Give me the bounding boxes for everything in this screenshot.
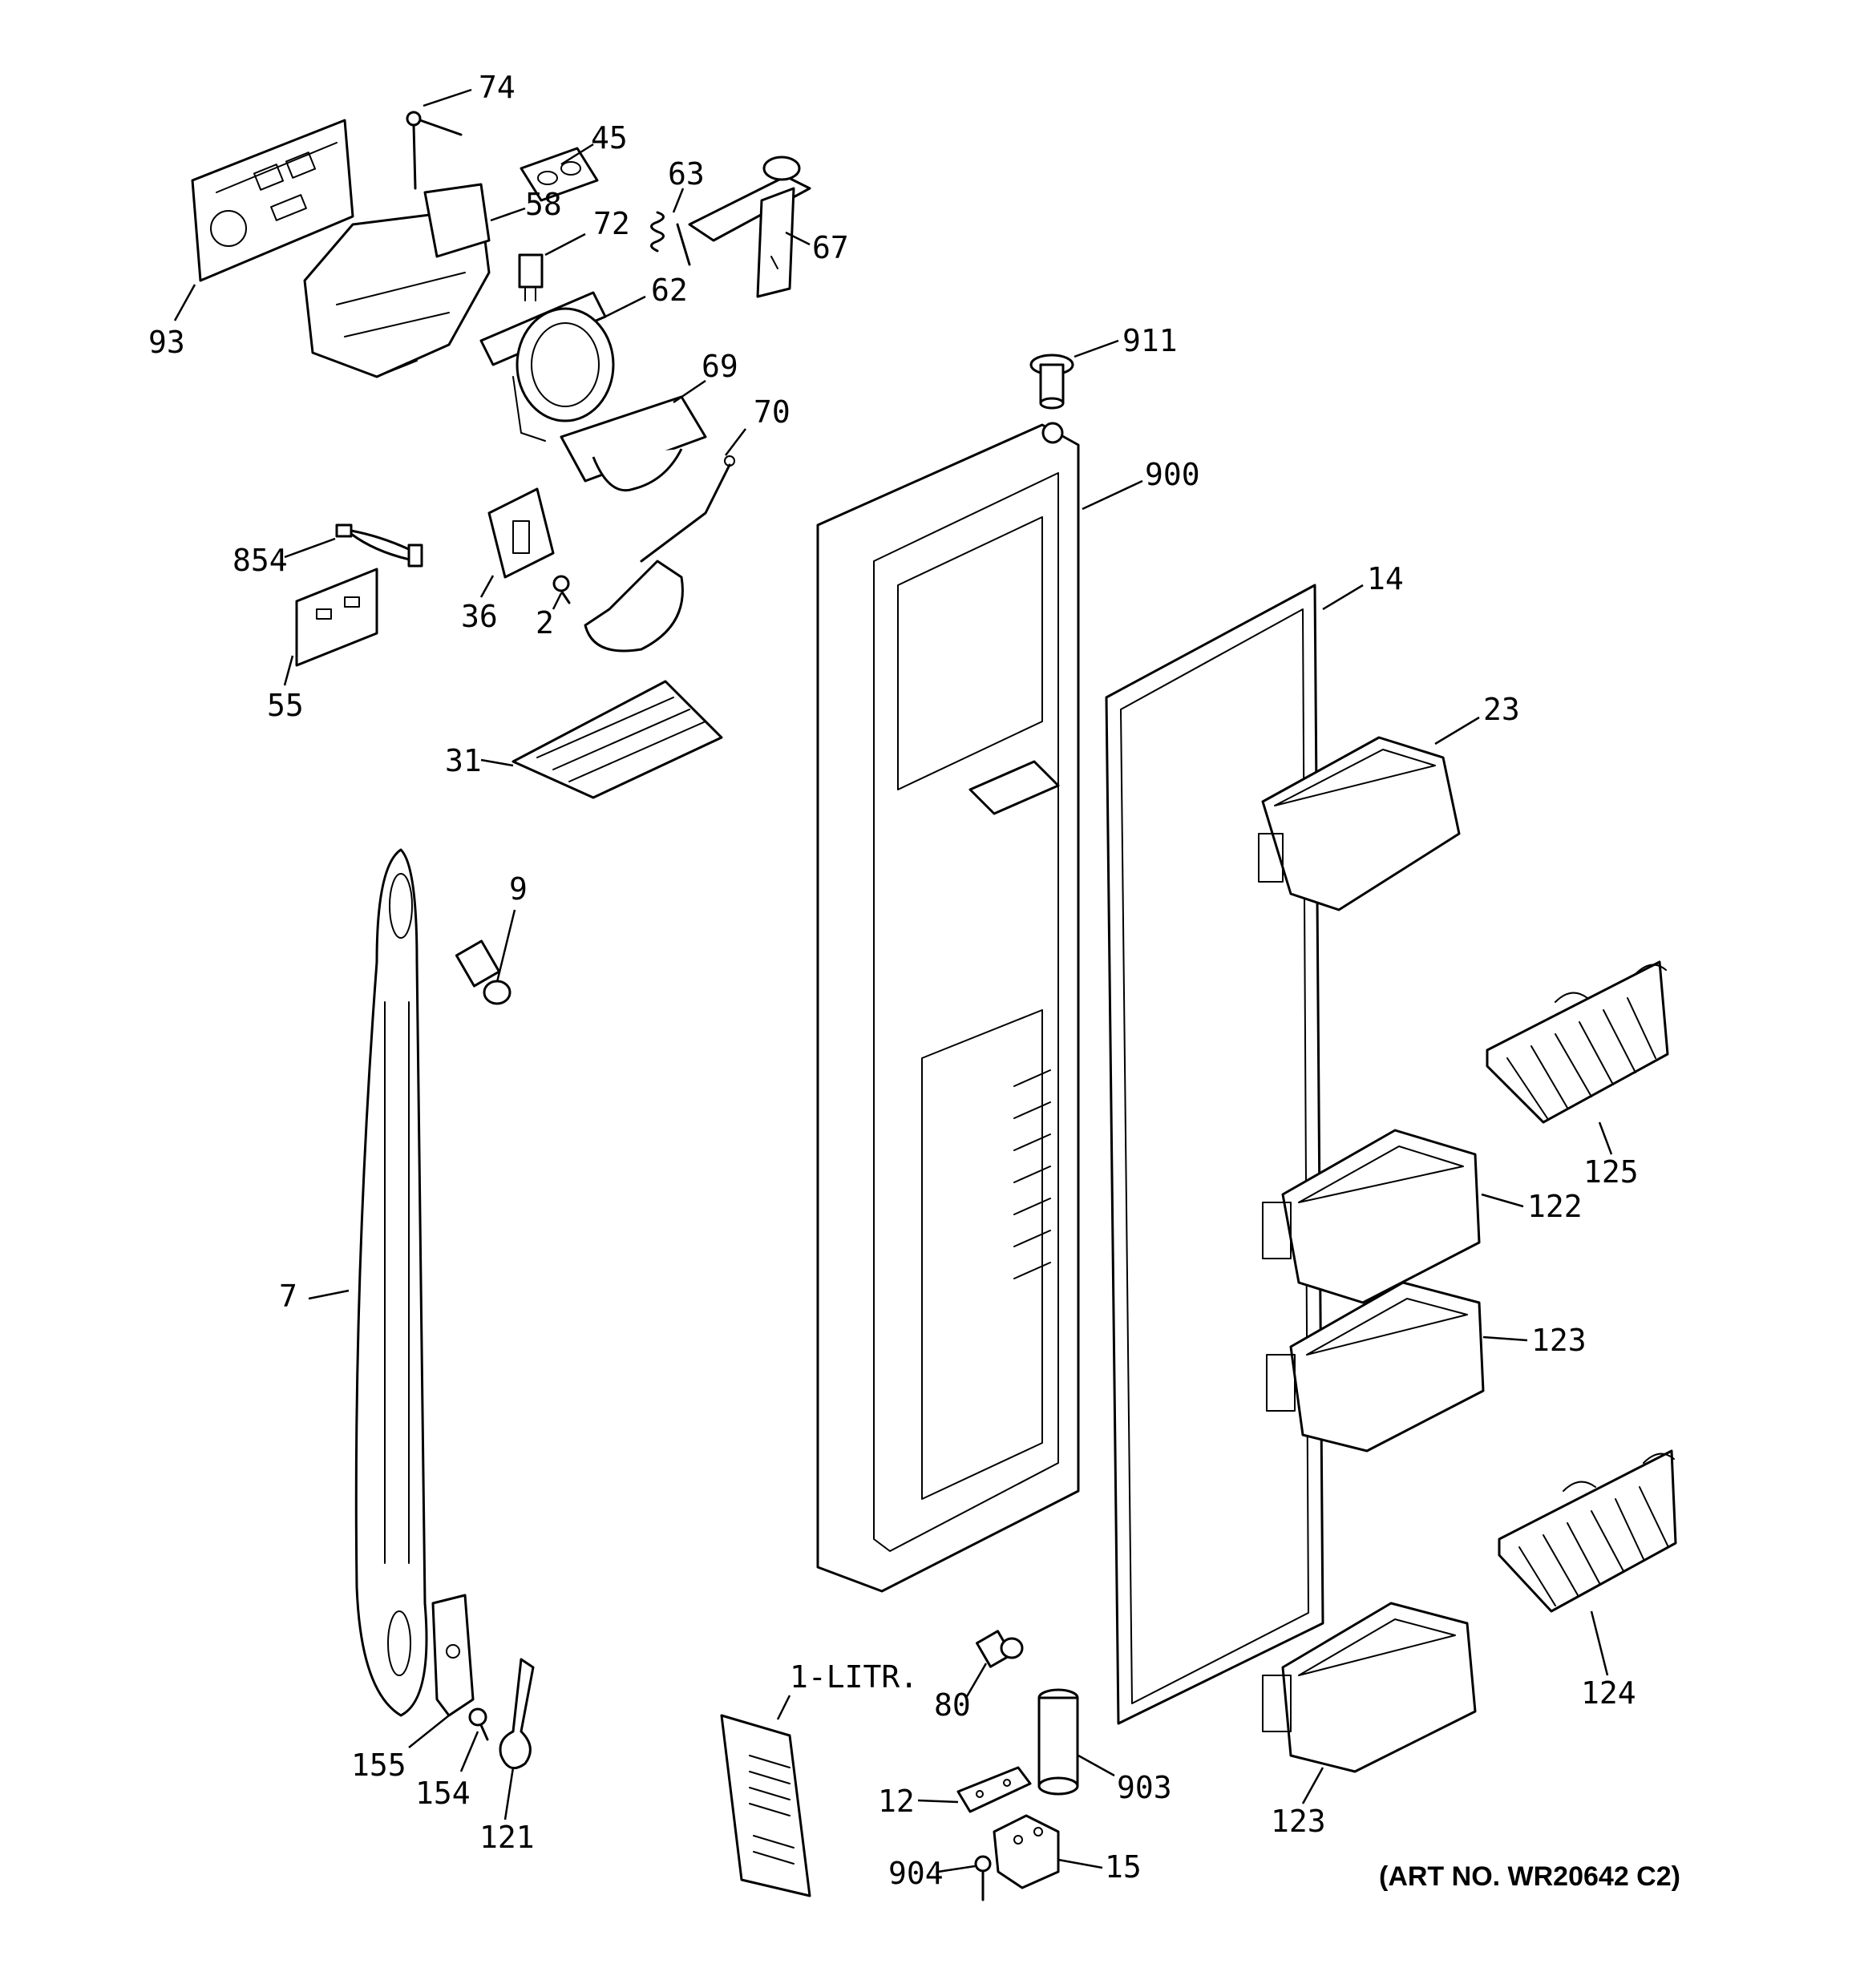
callout-854: 854: [232, 543, 288, 578]
part-122-bin: [1262, 1129, 1481, 1304]
callout-72: 72: [593, 206, 630, 241]
part-36-bracket: [487, 487, 555, 579]
callout-7: 7: [279, 1279, 297, 1314]
callout-23: 23: [1483, 692, 1520, 727]
part-80-plug: [976, 1630, 1024, 1668]
part-900-door: [816, 422, 1080, 1593]
callout-121: 121: [479, 1820, 535, 1855]
part-15-hinge: [993, 1814, 1060, 1889]
part-62-chute: [479, 291, 615, 442]
part-69-funnel: [560, 395, 707, 491]
part-123-bin-lower: [1262, 1602, 1477, 1773]
callout-58: 58: [525, 187, 562, 222]
callout-123-lower: 123: [1271, 1804, 1326, 1839]
callout-155: 155: [351, 1748, 406, 1783]
part-23-bin: [1258, 736, 1461, 911]
callout-904: 904: [888, 1856, 944, 1891]
part-123-bin-upper: [1266, 1281, 1485, 1453]
part-58-dispenser-housing: [303, 183, 491, 378]
part-7-handle: [354, 848, 428, 1717]
callout-125: 125: [1583, 1154, 1639, 1190]
callout-36: 36: [461, 599, 498, 634]
callout-12: 12: [878, 1784, 915, 1819]
part-12-plate: [956, 1766, 1032, 1813]
callout-63: 63: [668, 156, 705, 192]
part-121-clip: [499, 1658, 535, 1770]
callout-80: 80: [934, 1687, 971, 1723]
callout-15: 15: [1105, 1849, 1142, 1885]
part-2-screw: [552, 575, 571, 604]
callout-9: 9: [509, 871, 528, 907]
part-45-bracket: [520, 147, 599, 202]
part-124-basket: [1498, 1449, 1677, 1613]
part-70-lever: [584, 455, 735, 653]
callout-122: 122: [1527, 1189, 1583, 1224]
part-74-spring: [406, 111, 463, 190]
part-155-mount: [431, 1594, 475, 1717]
part-125-basket: [1486, 960, 1669, 1124]
callout-labels: 74 45 63 58 72 67 93 62 911 69 70 900 85…: [148, 70, 1639, 1891]
part-903-bushing: [1037, 1688, 1079, 1796]
part-1-litr-manual: [720, 1714, 811, 1897]
callout-74: 74: [479, 70, 516, 105]
part-67-actuator: [688, 156, 811, 298]
callout-903: 903: [1117, 1770, 1172, 1805]
callout-900: 900: [1145, 457, 1200, 492]
callout-93: 93: [148, 325, 185, 360]
callout-123-upper: 123: [1531, 1323, 1587, 1358]
part-9-plug: [455, 939, 512, 1005]
part-854-harness: [335, 523, 423, 568]
part-14-gasket: [1105, 584, 1324, 1725]
art-number: (ART NO. WR20642 C2): [1379, 1861, 1680, 1892]
callout-124: 124: [1581, 1675, 1636, 1711]
leader-lines: [173, 88, 1613, 1873]
callout-70: 70: [754, 394, 790, 430]
part-911-bushing: [1029, 354, 1074, 410]
callout-31: 31: [445, 743, 482, 778]
part-63-spring: [650, 211, 691, 266]
callout-67: 67: [812, 230, 849, 265]
callout-45: 45: [591, 120, 628, 156]
callout-62: 62: [651, 273, 688, 308]
callout-55: 55: [267, 688, 304, 723]
callout-2: 2: [536, 605, 554, 640]
callout-1-litr: 1-LITR.: [790, 1659, 918, 1695]
part-31-grille: [512, 680, 723, 799]
part-93-control-panel: [191, 119, 354, 282]
part-55-board: [295, 568, 378, 667]
part-904-screw: [974, 1855, 992, 1901]
part-154-screw: [468, 1707, 489, 1741]
callout-911: 911: [1122, 323, 1178, 358]
door-shelf-ribs: [1013, 1069, 1051, 1279]
callout-69: 69: [702, 349, 738, 384]
part-72-switch: [518, 253, 544, 301]
callout-14: 14: [1367, 561, 1404, 596]
callout-154: 154: [415, 1776, 471, 1811]
